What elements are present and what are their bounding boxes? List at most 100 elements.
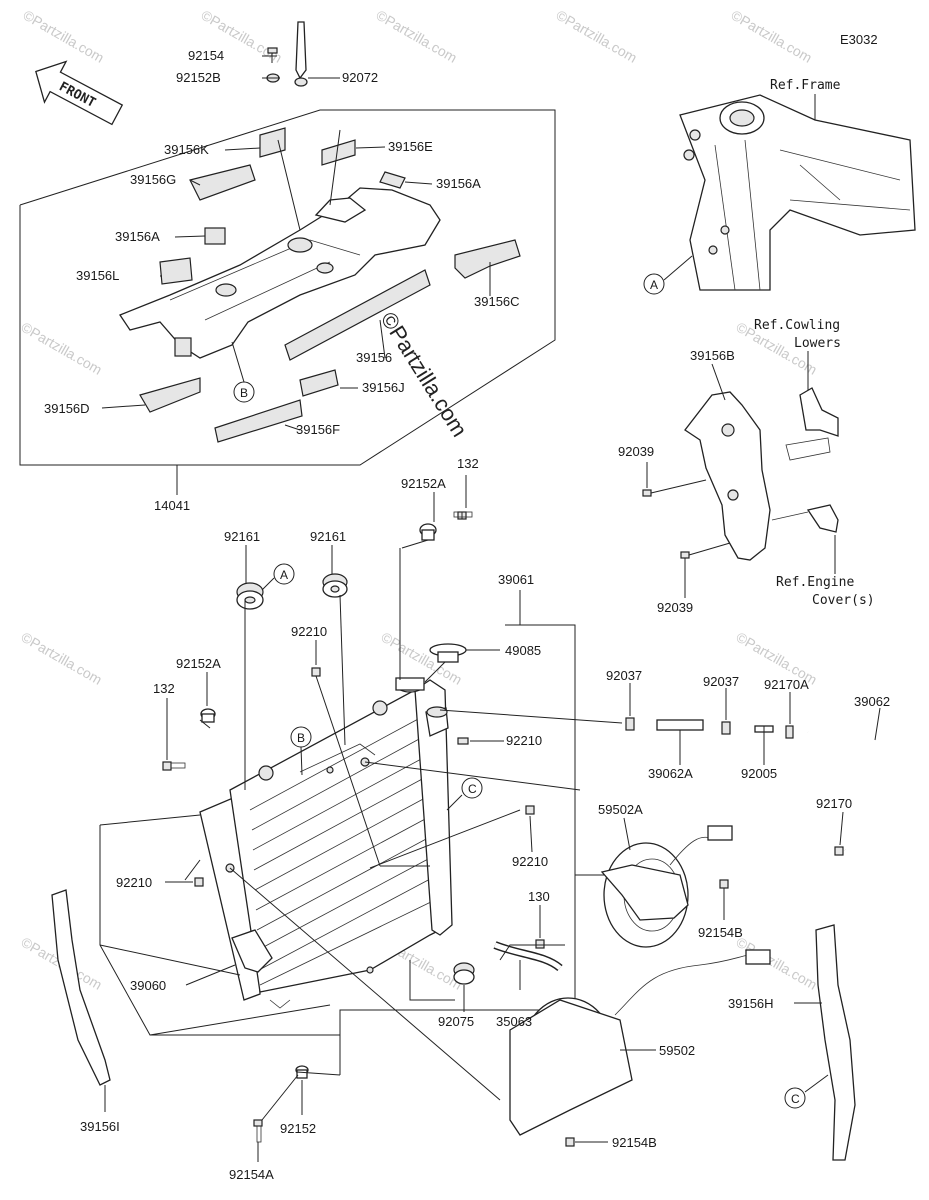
callout-c-radiator [461,777,483,799]
callout-b-radiator-label: B [297,731,305,745]
foam-39156C [454,239,521,279]
hose-39062A [656,719,704,731]
bolt-132-left [162,761,186,771]
part-39156C: 39156C [474,294,520,309]
bolt-92039-bot [680,551,690,559]
ref-cowling-label-2: Lowers [794,336,841,351]
radiator-group-border [99,590,576,1036]
part-39156E: 39156E [388,139,433,154]
partzilla-watermark: ©Partzilla.com [376,307,473,441]
part-39156B: 39156B [690,348,735,363]
part-92152A-left: 92152A [176,656,221,671]
grommet-92161-right [322,573,348,598]
part-132-left: 132 [153,681,175,696]
callout-a-grommet-label: A [280,568,288,582]
part-39156F: 39156F [296,422,340,437]
foam-39156K [259,127,286,158]
grommet-92075 [453,962,475,985]
foam-39156 [284,269,431,361]
part-92037-left: 92037 [606,668,642,683]
fan-59502 [509,949,771,1136]
part-39156H: 39156H [728,996,774,1011]
diagram-code: E3032 [840,32,878,47]
part-92161-right: 92161 [310,529,346,544]
cover-39156H [815,924,856,1161]
foam-39156F [214,399,303,443]
cover-39156B [684,387,839,561]
joint-92005 [754,725,774,733]
frame-reference [679,94,916,291]
part-92170: 92170 [816,796,852,811]
callout-b-label: B [240,386,248,400]
callout-c-cover-label: C [791,1092,800,1106]
watermark: ©Partzilla.com [729,7,815,66]
leaders-assembly [101,129,491,431]
part-39156: 39156 [356,350,392,365]
watermark: ©Partzilla.com [19,319,105,378]
foam-39156A-top [379,171,406,189]
part-39156I: 39156I [80,1119,120,1134]
hose-35063 [493,941,563,972]
part-130: 130 [528,889,550,904]
part-14041: 14041 [154,498,190,513]
part-92039-bot: 92039 [657,600,693,615]
part-39061: 39061 [498,572,534,587]
cap-49085 [429,643,467,663]
part-49085: 49085 [505,643,541,658]
part-39062: 39062 [854,694,890,709]
part-92154: 92154 [188,48,224,63]
part-39156K: 39156K [164,142,209,157]
callout-a-grommet [273,563,295,585]
leaders-radiator [99,539,581,1101]
part-39062A: 39062A [648,766,693,781]
callout-c-radiator-label: C [468,782,477,796]
ref-cowling-label-1: Ref.Cowling [754,318,840,333]
part-92152A-top: 92152A [401,476,446,491]
clip-130 [535,939,545,949]
part-39060: 39060 [130,978,166,993]
assembly-14041-border [19,109,556,466]
bolt-92154 [267,47,278,63]
front-arrow: FRONT [35,60,124,126]
clamp-92170 [834,846,844,856]
part-39156J: 39156J [362,380,405,395]
watermark: ©Partzilla.com [19,629,105,688]
clip-92210-mid [457,737,469,745]
part-39156D: 39156D [44,401,90,416]
part-92075: 92075 [438,1014,474,1029]
part-92210-right: 92210 [512,854,548,869]
watermark: ©Partzilla.com [21,7,107,66]
clip-92210-right [525,805,535,815]
part-92072: 92072 [342,70,378,85]
ref-engine-label-1: Ref.Engine [776,575,854,590]
clamp-92170A [785,725,794,739]
part-92154A: 92154A [229,1167,274,1182]
watermark: ©Partzilla.com [374,7,460,66]
callout-a-frame [643,273,665,295]
part-92039-top: 92039 [618,444,654,459]
foam-39156D [139,377,201,413]
ref-engine-label-2: Cover(s) [812,593,875,608]
foam-39156E [321,139,356,166]
collar-92152A-left [200,708,216,723]
shroud-assembly [119,187,441,359]
clip-92210-top [311,667,321,677]
foam-39156J [299,369,339,397]
part-92154B-bot: 92154B [612,1135,657,1150]
clamp-92037-left [625,717,635,731]
clamp-92037-right [721,721,731,735]
bolt-132-top [453,511,473,520]
bolt-92154B-mid [719,879,729,889]
ref-frame-label: Ref.Frame [770,78,841,93]
fan-59502A [600,825,733,948]
clip-92210-left [194,877,204,887]
part-92152: 92152 [280,1121,316,1136]
part-39156A-top: 39156A [436,176,481,191]
part-92170A: 92170A [764,677,809,692]
grommet-92161-left [236,582,264,610]
part-92037-right: 92037 [703,674,739,689]
part-59502A: 59502A [598,802,643,817]
part-39156L: 39156L [76,268,119,283]
foam-39156G [189,164,256,201]
